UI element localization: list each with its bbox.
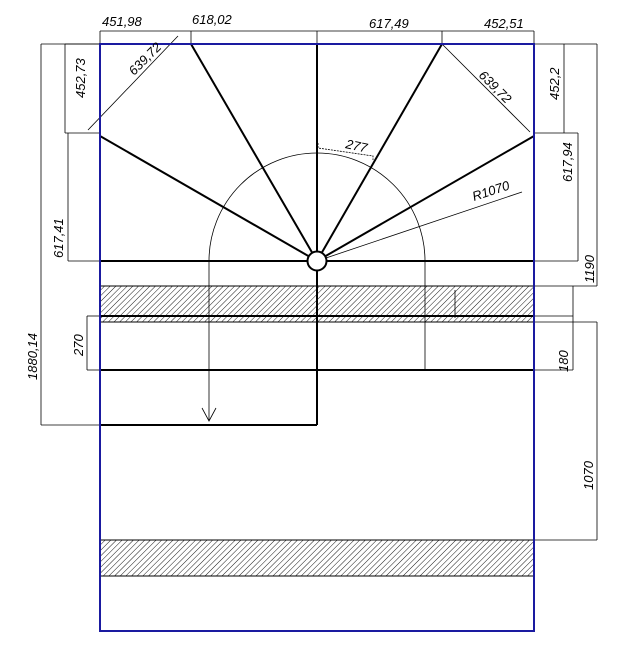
dim-tread-height: 180 <box>556 350 571 372</box>
guide-lines <box>208 261 456 420</box>
dim-right-top-height: 452,2 <box>547 67 562 100</box>
dim-total-height: 1880,14 <box>25 333 40 380</box>
dim-left-top-height: 452,73 <box>73 57 88 98</box>
dim-landing-height: 1190 <box>582 254 597 283</box>
dim-top-step-2: 617,49 <box>369 16 409 31</box>
lower-hatched-beam <box>99 539 535 577</box>
dim-radius: R1070 <box>470 178 512 204</box>
winder-steps <box>99 43 535 262</box>
dim-right-diagonal: 639,72 <box>476 68 515 107</box>
dim-right-side-height: 617,94 <box>560 142 575 182</box>
dim-central-angle: 277 <box>343 136 369 156</box>
dim-top-left-width: 451,98 <box>102 14 143 29</box>
center-post <box>306 250 328 272</box>
dim-top-right-width: 452,51 <box>484 16 524 31</box>
dim-rise-height: 270 <box>71 334 86 357</box>
dim-lower-run: 1070 <box>581 460 596 490</box>
direction-arrow <box>201 407 217 422</box>
stair-outline <box>99 43 535 632</box>
dim-left-side-height: 617,41 <box>51 218 66 258</box>
dim-top-step-1: 618,02 <box>192 12 233 27</box>
